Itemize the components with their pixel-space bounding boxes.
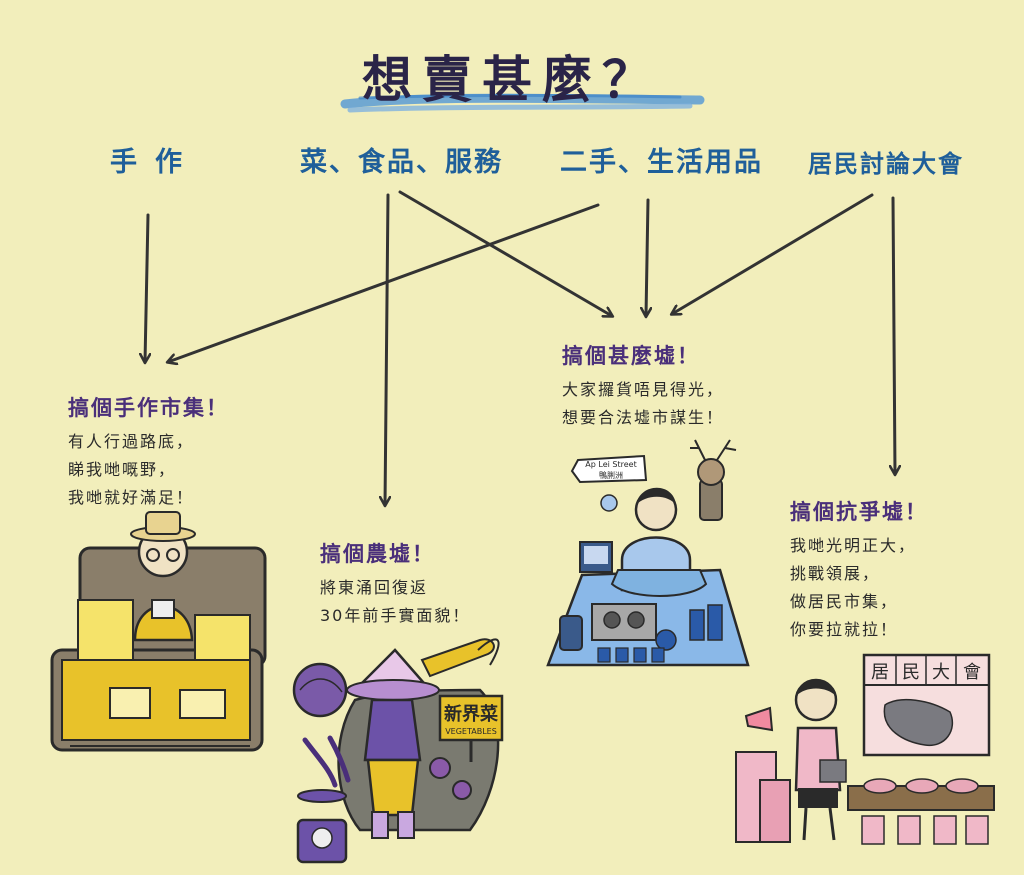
assembly-banner-char-1: 居	[871, 662, 889, 683]
craft-market-line-2: 睇我哋嘅野，	[68, 460, 177, 479]
title-brush-stroke	[340, 93, 705, 113]
arrow-handmade-to-craft	[145, 213, 148, 362]
connector-arrows	[145, 190, 895, 505]
outcome-craft-market: 搞個手作市集！ 有人行過路底， 睇我哋嘅野， 我哋就好滿足！	[68, 392, 229, 512]
category-handmade: 手作	[110, 147, 200, 178]
craft-market-line-3: 我哋就好滿足！	[68, 488, 195, 507]
farm-market-line-1: 將東涌回復返	[320, 578, 429, 597]
page-title: 想賣甚麼？	[362, 50, 662, 109]
street-sign	[570, 454, 648, 484]
suitcase-seller-illustration	[50, 511, 267, 752]
street-sign-en: Ap Lei Street	[585, 460, 636, 469]
protest-market-line-1: 我哋光明正大，	[790, 536, 917, 555]
protest-market-line-4: 你要拉就拉！	[790, 620, 899, 639]
flea-market-line-1: 大家攞貨唔見得光，	[562, 380, 725, 399]
farmer-illustration: 新界菜 VEGETABLES	[292, 638, 504, 864]
vegetable-sign-en: VEGETABLES	[445, 727, 497, 736]
arrow-food-to-flea	[398, 190, 612, 316]
flea-market-title: 搞個甚麼墟！	[562, 344, 700, 368]
farm-market-line-2: 30年前手實面貌！	[320, 606, 471, 625]
flea-market-line-2: 想要合法墟市謀生！	[562, 408, 725, 427]
arrow-food-to-farm	[385, 193, 388, 505]
farm-market-title: 搞個農墟！	[320, 542, 435, 566]
outcome-protest-market: 搞個抗爭墟！ 我哋光明正大， 挑戰領展， 做居民市集， 你要拉就拉！	[790, 496, 928, 644]
assembly-banner-char-2: 民	[902, 662, 920, 683]
protest-market-line-3: 做居民市集，	[790, 592, 899, 611]
outcome-flea-market: 搞個甚麼墟！ 大家攞貨唔見得光， 想要合法墟市謀生！	[562, 340, 724, 432]
outcome-farm-market: 搞個農墟！ 將東涌回復返 30年前手實面貌！	[320, 538, 470, 630]
arrow-assembly-to-flea	[672, 193, 874, 314]
assembly-banner-char-4: 會	[963, 662, 981, 683]
vegetable-sign-zh: 新界菜	[444, 703, 498, 725]
craft-market-line-1: 有人行過路底，	[68, 432, 195, 451]
arrow-secondhand-to-flea	[646, 198, 648, 316]
category-residents-assembly: 居民討論大會	[808, 150, 964, 178]
arrow-assembly-to-protest	[893, 196, 895, 474]
arrow-secondhand-to-craft	[168, 203, 600, 362]
category-food-services: 菜、食品、服務	[300, 147, 503, 178]
assembly-banner-char-3: 大	[932, 662, 950, 683]
flea-market-illustration: Ap Lei Street 鴨脷洲	[546, 439, 750, 667]
street-sign-zh: 鴨脷洲	[599, 470, 623, 480]
protest-market-title: 搞個抗爭墟！	[790, 500, 928, 524]
craft-market-title: 搞個手作市集！	[68, 396, 229, 420]
protest-market-line-2: 挑戰領展，	[790, 564, 881, 583]
protest-market-illustration: 居 民 大 會	[735, 653, 995, 845]
category-secondhand: 二手、生活用品	[560, 147, 763, 178]
